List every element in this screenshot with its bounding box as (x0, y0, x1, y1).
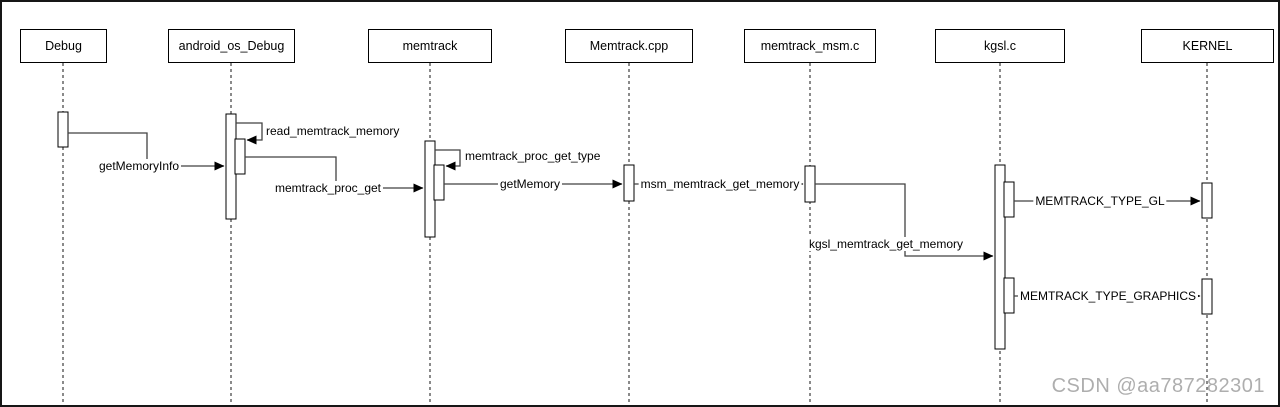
actor-box-debug: Debug (20, 29, 107, 63)
activation-memtrack-cpp (623, 164, 635, 202)
activation-kgsl-c-nested-1 (1003, 181, 1015, 218)
activation-debug (57, 111, 69, 148)
activation-android-os-debug-nested (234, 138, 246, 175)
connectors-group (68, 122, 1201, 301)
activation-android-os-debug (225, 113, 237, 220)
message-label-msm-memtrack-get-memory: msm_memtrack_get_memory (638, 177, 802, 191)
message-label-getmemoryinfo: getMemoryInfo (96, 159, 182, 173)
actor-box-memtrack: memtrack (368, 29, 492, 63)
csdn-watermark: CSDN @aa787282301 (1051, 375, 1265, 397)
actor-box-memtrack-cpp: Memtrack.cpp (565, 29, 693, 63)
activations-group (57, 111, 1213, 350)
message-label-read-memtrack-memory: read_memtrack_memory (264, 124, 402, 138)
message-label-kgsl-memtrack-get-memory: kgsl_memtrack_get_memory (806, 237, 966, 251)
activation-kgsl-c (994, 164, 1006, 350)
activation-kernel-2 (1201, 278, 1213, 315)
message-label-getmemory: getMemory (497, 177, 563, 191)
actor-box-android-os-debug: android_os_Debug (168, 29, 295, 63)
message-label-memtrack-type-graphics: MEMTRACK_TYPE_GRAPHICS (1017, 289, 1199, 303)
actor-box-kgsl-c: kgsl.c (935, 29, 1065, 63)
activation-kernel-1 (1201, 182, 1213, 219)
activation-memtrack (424, 140, 436, 238)
message-label-memtrack-type-gl: MEMTRACK_TYPE_GL (1033, 194, 1167, 208)
connector-memtrack-proc-get-type (435, 149, 461, 171)
lifelines-group (62, 63, 1208, 403)
activation-memtrack-nested (433, 164, 445, 201)
actor-box-kernel: KERNEL (1141, 29, 1274, 63)
connector-read-memtrack-memory (236, 122, 263, 145)
message-label-memtrack-proc-get-type: memtrack_proc_get_type (463, 149, 603, 163)
actor-box-memtrack-msm-c: memtrack_msm.c (744, 29, 876, 63)
activation-memtrack-msm-c (804, 165, 816, 203)
message-label-memtrack-proc-get: memtrack_proc_get (272, 181, 384, 195)
activation-kgsl-c-nested-2 (1003, 277, 1015, 314)
